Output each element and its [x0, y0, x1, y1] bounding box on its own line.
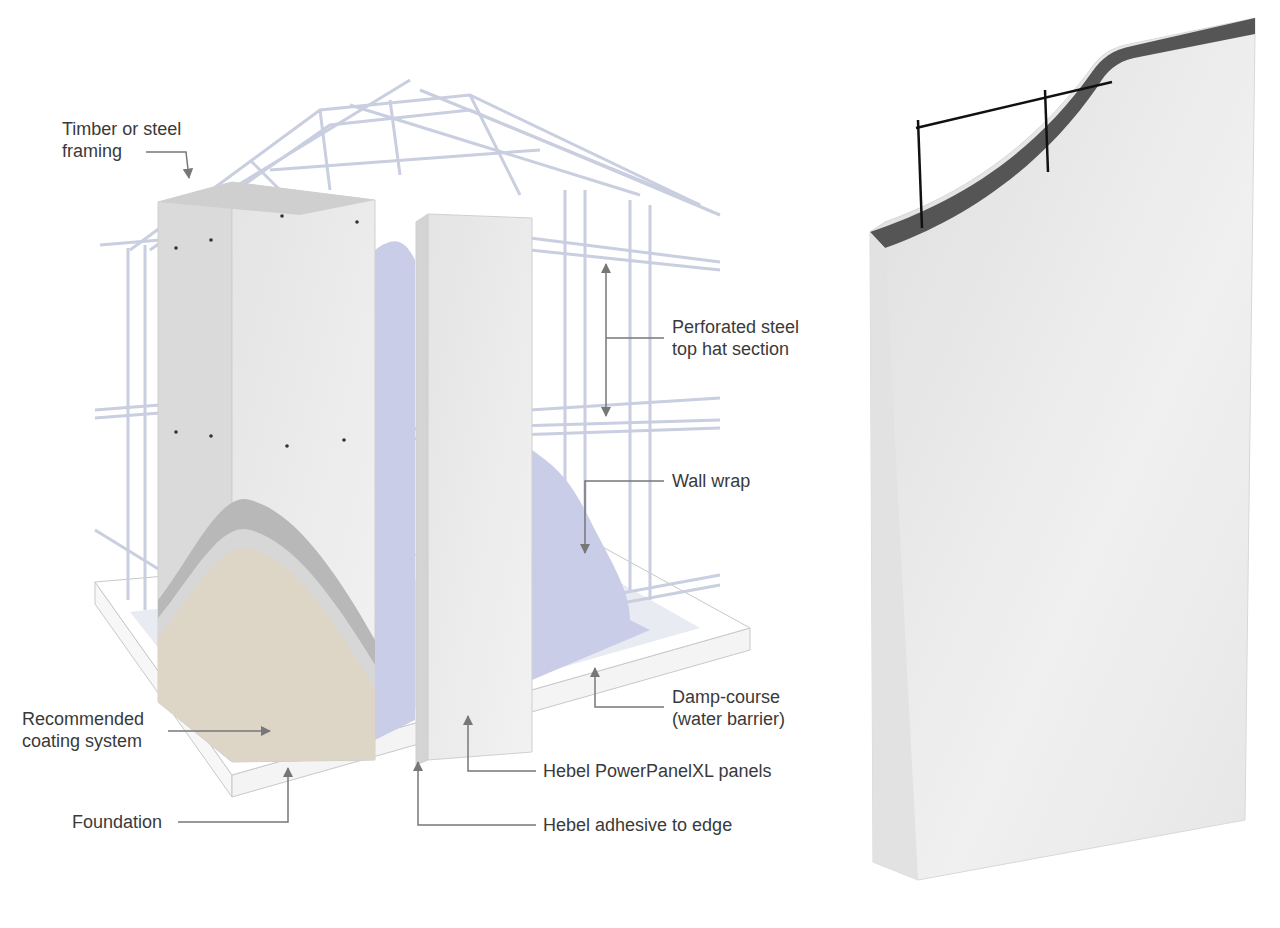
callout-label: Hebel PowerPanelXL panels [543, 760, 771, 782]
callout-label: Timber or steel framing [62, 118, 212, 162]
callout-label: Damp-course (water barrier) [672, 686, 804, 730]
hebel-panel [416, 214, 532, 765]
corner-panel-block [158, 182, 375, 762]
callout-label: Foundation [72, 811, 162, 833]
panel-cutaway [870, 18, 1255, 880]
leader-lines [146, 152, 664, 825]
callout-label: Hebel adhesive to edge [543, 814, 732, 836]
callout-label: Wall wrap [672, 470, 750, 492]
callout-label: Recommended coating system [22, 708, 172, 752]
callout-label: Perforated steel top hat section [672, 316, 822, 360]
